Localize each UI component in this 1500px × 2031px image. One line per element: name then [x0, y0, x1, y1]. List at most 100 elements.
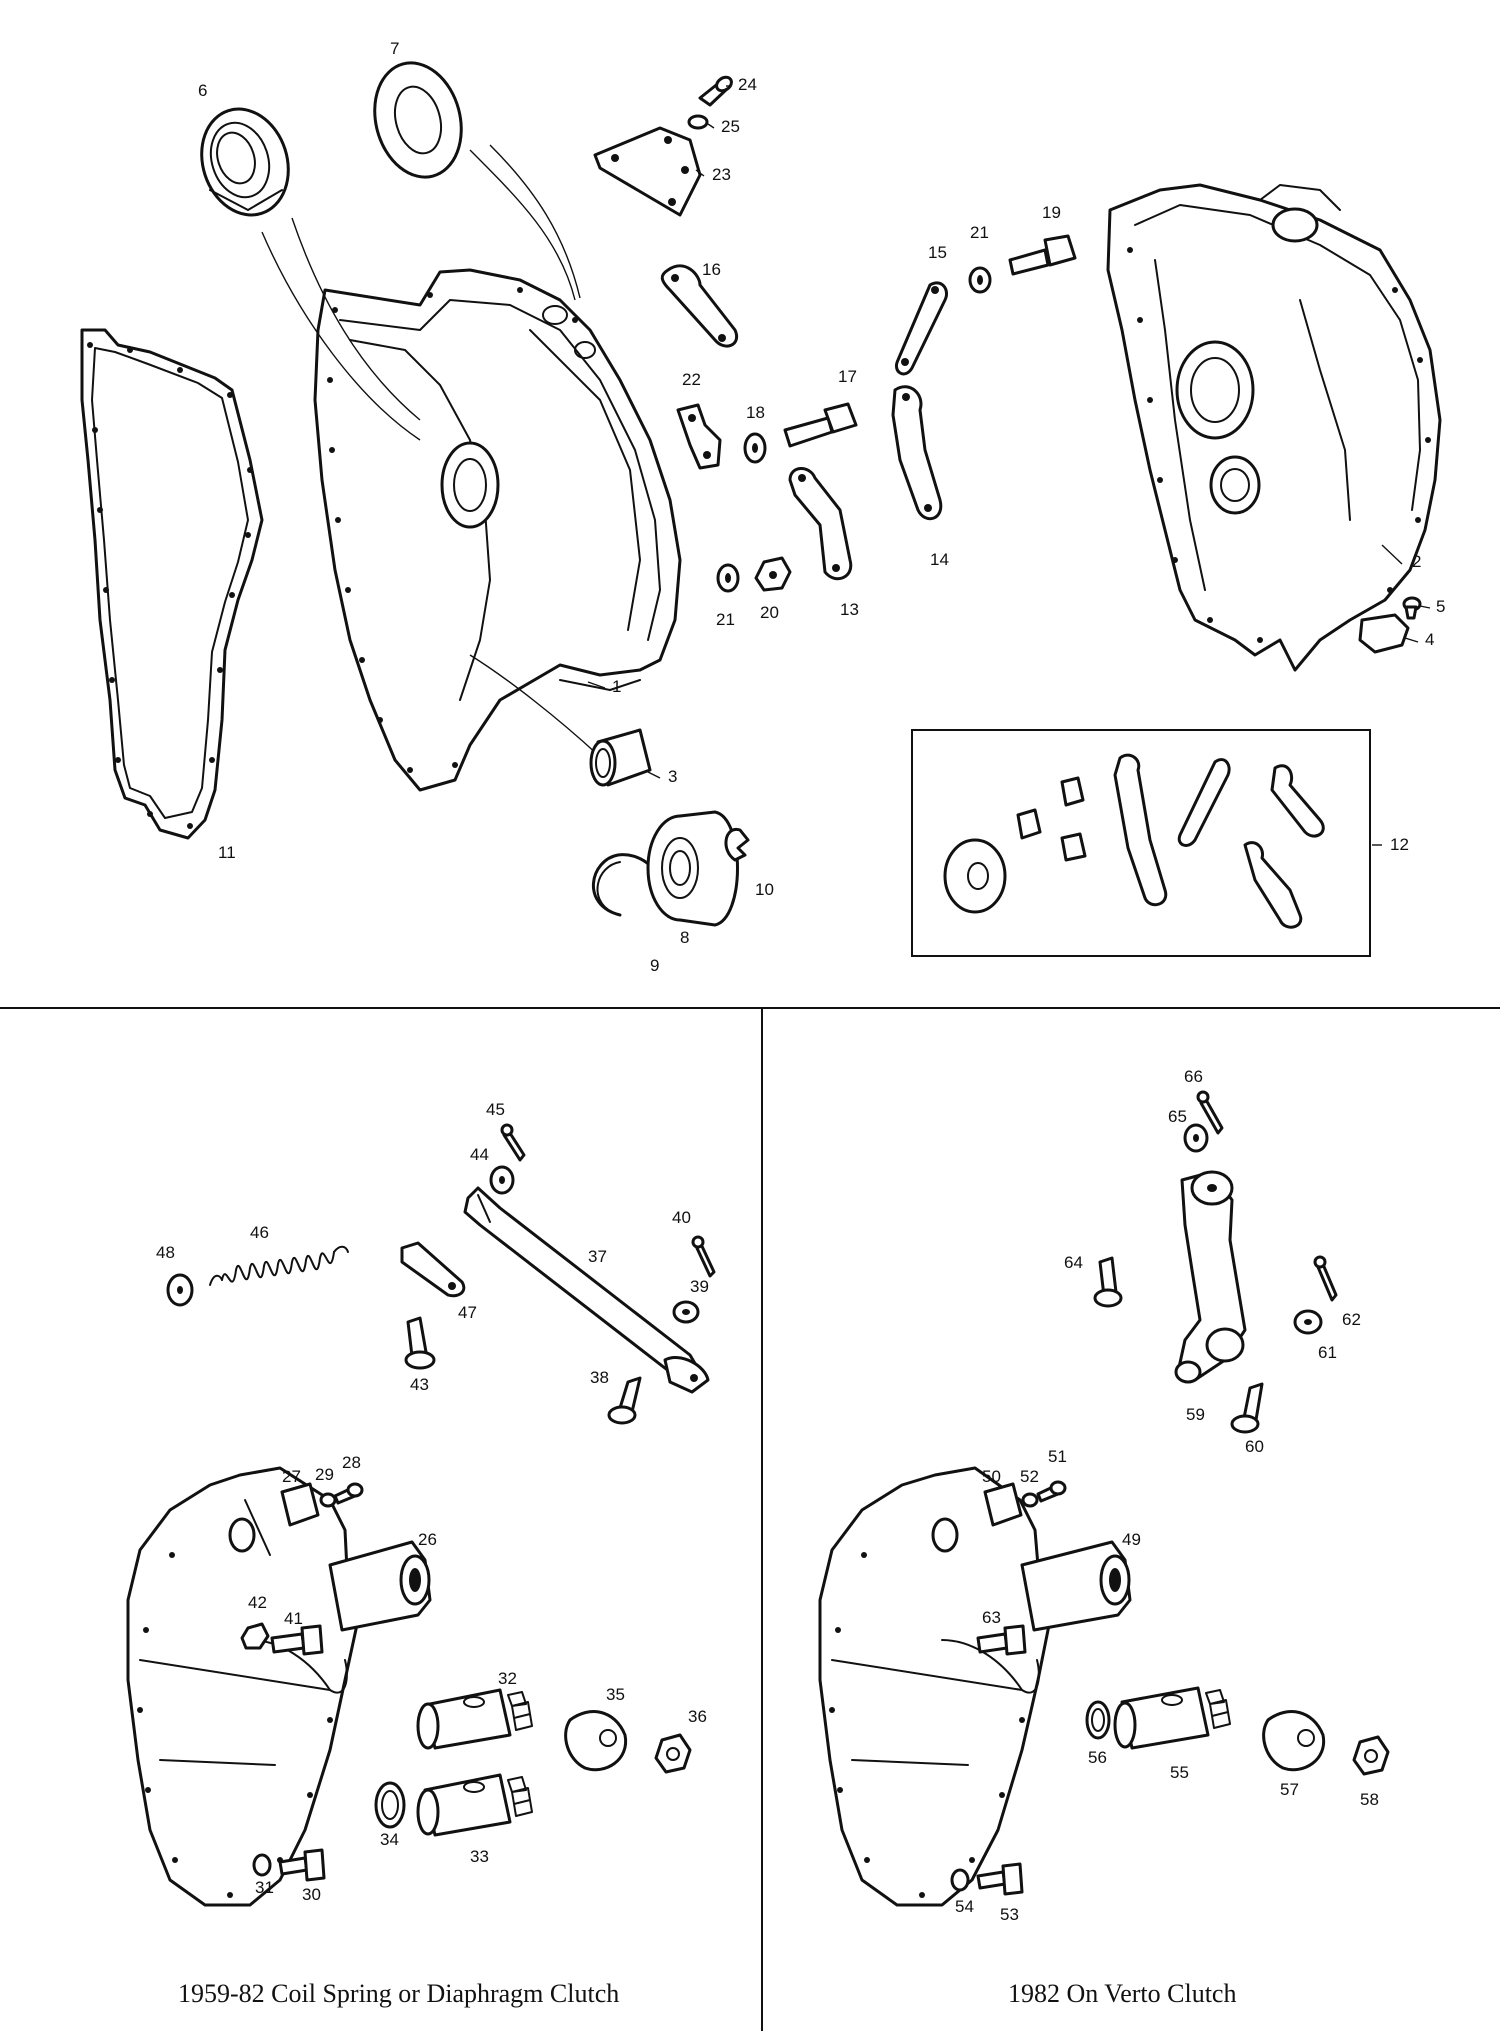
bolt-24	[698, 75, 733, 107]
leader-7-arrow-b	[489, 144, 581, 299]
clutch-cover-49	[818, 1466, 1132, 1907]
callout-33: 33	[470, 1847, 489, 1866]
arm-14	[891, 385, 943, 521]
callout-19: 19	[1042, 203, 1061, 222]
pivot-shaft-32	[416, 1688, 533, 1750]
callout-8: 8	[680, 928, 689, 947]
callout-45: 45	[486, 1100, 505, 1119]
callout-63: 63	[982, 1608, 1001, 1627]
callout-36: 36	[688, 1707, 707, 1726]
callout-49: 49	[1122, 1530, 1141, 1549]
callout-30: 30	[302, 1885, 321, 1904]
pivot-shaft-55	[1113, 1686, 1231, 1750]
o-ring-56	[1085, 1700, 1111, 1740]
bolt-63	[976, 1624, 1027, 1656]
clutch-cover-26	[126, 1466, 432, 1907]
callout-40: 40	[672, 1208, 691, 1227]
washer-54	[950, 1868, 970, 1892]
pin-38	[607, 1376, 642, 1425]
flywheel-housing-2	[1106, 183, 1442, 672]
split-pin-62	[1313, 1255, 1338, 1302]
bush-3	[589, 728, 652, 787]
callout-54: 54	[955, 1897, 974, 1916]
callout-10: 10	[755, 880, 774, 899]
callout-9: 9	[650, 956, 659, 975]
callout-37: 37	[588, 1247, 607, 1266]
callout-35: 35	[606, 1685, 625, 1704]
kit-12-contents	[943, 753, 1325, 929]
callout-22: 22	[682, 370, 701, 389]
pin-64	[1093, 1256, 1123, 1308]
washer-21-upper	[968, 266, 992, 294]
callout-16: 16	[702, 260, 721, 279]
callout-51: 51	[1048, 1447, 1067, 1466]
callout-21-upper: 21	[970, 223, 989, 242]
nut-42	[240, 1622, 270, 1650]
plate-27	[280, 1482, 320, 1527]
callout-46: 46	[250, 1223, 269, 1242]
callout-29: 29	[315, 1465, 334, 1484]
caption-verto-clutch: 1982 On Verto Clutch	[1008, 1979, 1236, 2008]
callout-21-lower: 21	[716, 610, 735, 629]
callout-31: 31	[255, 1878, 274, 1897]
callout-20: 20	[760, 603, 779, 622]
screw-28	[333, 1482, 364, 1505]
callout-6: 6	[198, 81, 207, 100]
cover-plate-4	[1358, 613, 1410, 654]
callout-17: 17	[838, 367, 857, 386]
cap-35	[564, 1710, 628, 1772]
callout-66: 66	[1184, 1067, 1203, 1086]
callout-1: 1	[612, 677, 621, 696]
callout-18: 18	[746, 403, 765, 422]
callout-57: 57	[1280, 1780, 1299, 1799]
label-leaders	[587, 85, 1431, 846]
callout-24: 24	[738, 75, 757, 94]
callout-43: 43	[410, 1375, 429, 1394]
callout-13: 13	[840, 600, 859, 619]
callout-55: 55	[1170, 1763, 1189, 1782]
link-15	[895, 281, 948, 376]
callout-5: 5	[1436, 597, 1445, 616]
washer-31	[252, 1853, 272, 1877]
callout-labels: 1 2 3 4 5 6 7 8 9 10 11 12 13 14 15 16 1…	[156, 39, 1445, 1924]
plate-50	[983, 1482, 1023, 1527]
callout-11: 11	[218, 843, 236, 862]
callout-47: 47	[458, 1303, 477, 1322]
callout-4: 4	[1425, 630, 1434, 649]
washer-39	[672, 1300, 700, 1324]
washer-61	[1293, 1309, 1323, 1335]
nut-36	[654, 1733, 692, 1774]
circlip-34	[374, 1781, 406, 1829]
lever-59	[1174, 1170, 1247, 1384]
callout-60: 60	[1245, 1437, 1264, 1456]
callout-3: 3	[668, 767, 677, 786]
rod-37	[463, 1186, 710, 1394]
nut-20	[754, 556, 792, 592]
callout-61: 61	[1318, 1343, 1337, 1362]
callout-41: 41	[284, 1609, 303, 1628]
cap-57	[1262, 1710, 1326, 1772]
callout-48: 48	[156, 1243, 175, 1262]
washer-29	[319, 1492, 337, 1508]
callout-15: 15	[928, 243, 947, 262]
callout-64: 64	[1064, 1253, 1083, 1272]
oil-seal-6	[200, 107, 290, 217]
caption-coil-spring-clutch: 1959-82 Coil Spring or Diaphragm Clutch	[178, 1979, 619, 2008]
washer-52	[1021, 1492, 1039, 1508]
washer-21-lower	[716, 563, 740, 593]
nut-58	[1352, 1735, 1390, 1776]
callout-44: 44	[470, 1145, 489, 1164]
leader-3-arrow	[469, 654, 599, 756]
split-pin-40	[691, 1235, 716, 1278]
callout-59: 59	[1186, 1405, 1205, 1424]
circlip-9	[591, 853, 658, 917]
screw-5	[1402, 596, 1422, 620]
spring-46	[209, 1245, 349, 1286]
callout-32: 32	[498, 1669, 517, 1688]
bolt-19	[1008, 234, 1077, 276]
seal-ring-7	[373, 61, 463, 179]
callout-52: 52	[1020, 1467, 1039, 1486]
callout-34: 34	[380, 1830, 399, 1849]
bearing-8	[646, 810, 739, 927]
